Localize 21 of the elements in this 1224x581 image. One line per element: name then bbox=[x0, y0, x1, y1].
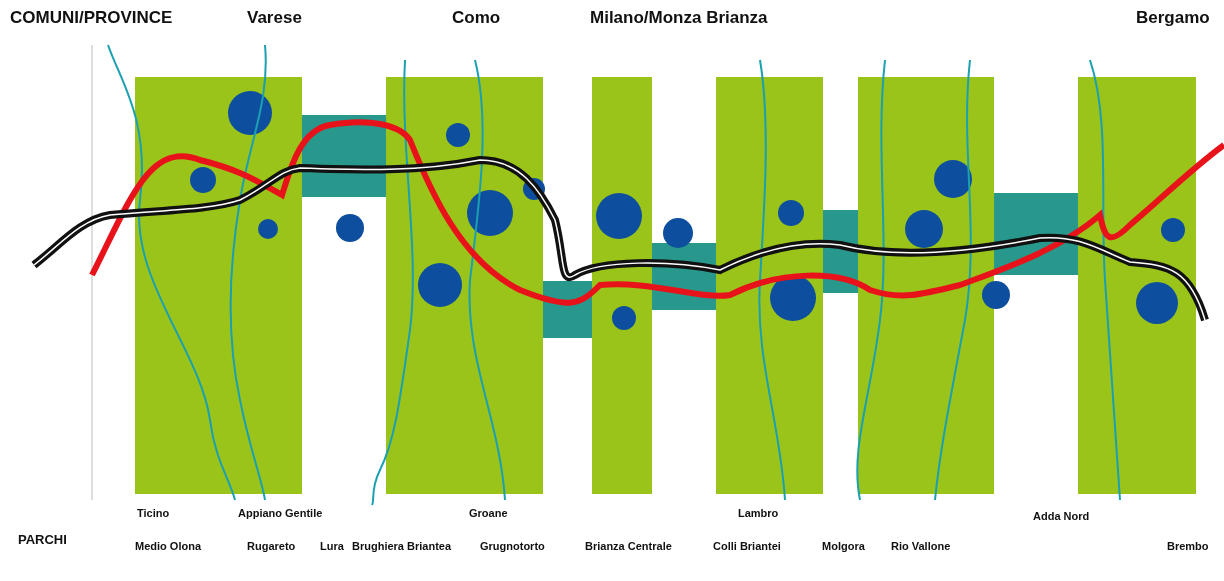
park-name: Ticino bbox=[137, 507, 170, 519]
row-heading: PARCHI bbox=[18, 532, 67, 547]
province-name: Varese bbox=[247, 8, 302, 28]
park-name: Brianza Centrale bbox=[585, 540, 672, 552]
park-name: Groane bbox=[469, 507, 508, 519]
park-name: Rio Vallone bbox=[891, 540, 951, 552]
province-name: Como bbox=[452, 8, 501, 28]
province-name: Bergamo bbox=[1136, 8, 1210, 28]
province-name: Milano/Monza Brianza bbox=[590, 8, 768, 28]
park-name: Adda Nord bbox=[1033, 510, 1090, 522]
park-name: Brembo bbox=[1167, 540, 1209, 552]
park-name: Colli Briantei bbox=[713, 540, 781, 552]
row-heading: COMUNI/PROVINCE bbox=[10, 8, 173, 28]
park-name: Rugareto bbox=[247, 540, 296, 552]
park-name: Lura bbox=[320, 540, 344, 552]
park-name: Medio Olona bbox=[135, 540, 201, 552]
park-name: Molgora bbox=[822, 540, 865, 552]
park-name: Grugnotorto bbox=[480, 540, 545, 552]
park-name: Brughiera Briantea bbox=[352, 540, 452, 552]
park-name: Appiano Gentile bbox=[238, 507, 323, 519]
park-name: Lambro bbox=[738, 507, 779, 519]
